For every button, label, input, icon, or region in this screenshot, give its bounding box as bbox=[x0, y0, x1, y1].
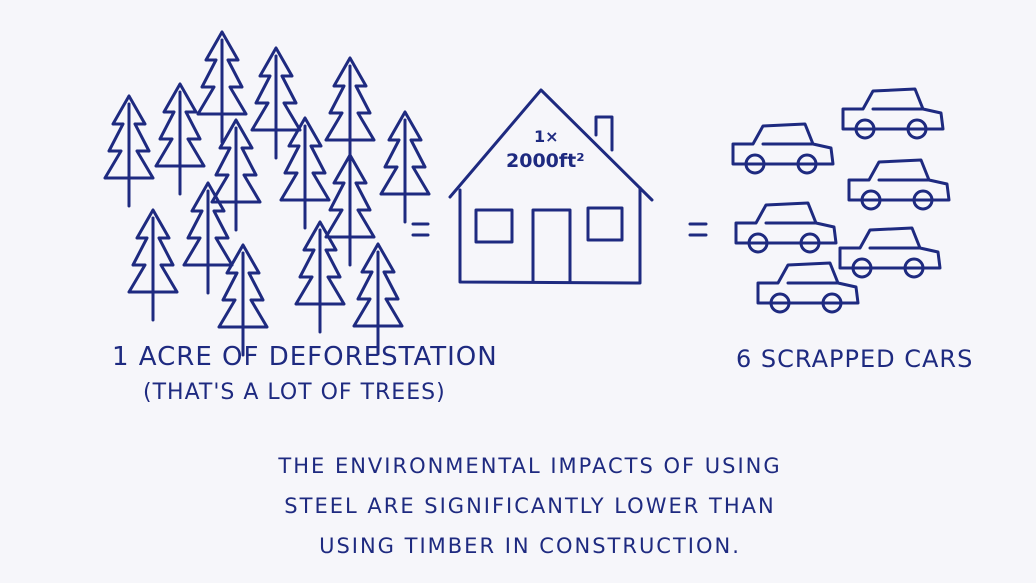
car-icon bbox=[756, 261, 860, 314]
tree-icon bbox=[154, 82, 206, 196]
caption-line-1: THE ENVIRONMENTAL IMPACTS OF USING bbox=[278, 454, 782, 478]
house-area-label: 2000ft² bbox=[506, 150, 585, 172]
forest-group bbox=[103, 30, 431, 357]
car-icon bbox=[734, 201, 838, 254]
tree-icon bbox=[324, 56, 376, 170]
car-icon bbox=[847, 158, 951, 211]
caption: THE ENVIRONMENTAL IMPACTS OF USING STEEL… bbox=[220, 446, 840, 566]
house-count-label: 1× bbox=[534, 127, 559, 146]
tree-icon bbox=[127, 208, 179, 322]
tree-icon bbox=[279, 116, 331, 230]
cars-group bbox=[731, 87, 951, 314]
caption-line-3: USING TIMBER IN CONSTRUCTION. bbox=[319, 534, 741, 558]
scrapped-cars-label: 6 SCRAPPED CARS bbox=[736, 345, 974, 373]
equals-sign-left bbox=[411, 222, 430, 237]
car-icon bbox=[841, 87, 945, 140]
tree-icon bbox=[217, 243, 269, 357]
equals-sign-right bbox=[688, 222, 708, 237]
house-icon bbox=[448, 88, 654, 285]
deforestation-sublabel: (THAT'S A LOT OF TREES) bbox=[143, 380, 446, 405]
caption-line-2: STEEL ARE SIGNIFICANTLY LOWER THAN bbox=[284, 494, 776, 518]
tree-icon bbox=[379, 110, 431, 224]
tree-icon bbox=[210, 118, 262, 232]
car-icon bbox=[838, 226, 942, 279]
tree-icon bbox=[103, 94, 155, 208]
car-icon bbox=[731, 122, 835, 175]
deforestation-label: 1 ACRE OF DEFORESTATION bbox=[112, 342, 498, 372]
tree-icon bbox=[352, 242, 404, 356]
tree-icon bbox=[182, 181, 234, 295]
